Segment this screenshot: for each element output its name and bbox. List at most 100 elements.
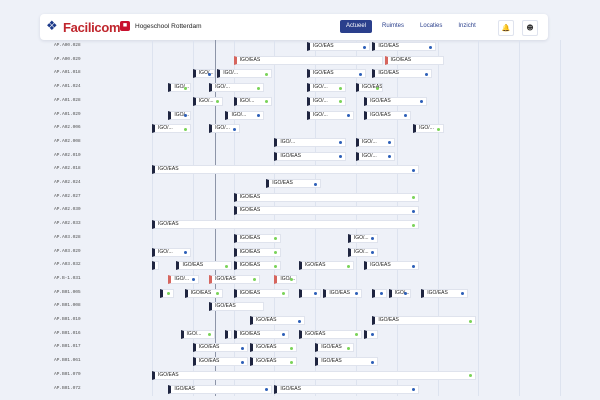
status-dot: [387, 141, 391, 145]
brand-logo[interactable]: ❖ Facilicom: [46, 19, 121, 35]
booking-bar[interactable]: [364, 329, 379, 339]
booking-label: IGO/...: [313, 97, 328, 104]
booking-bar[interactable]: IGO/EAS: [323, 288, 363, 298]
booking-bar[interactable]: [298, 288, 322, 298]
booking-bar[interactable]: IGO/...: [209, 83, 265, 93]
booking-bar[interactable]: IGO/...: [209, 124, 240, 134]
booking-bar[interactable]: IGO/EAS: [168, 384, 273, 394]
booking-bar[interactable]: IGO/EAS: [192, 343, 248, 353]
booking-bar[interactable]: IGO/...: [274, 137, 346, 147]
booking-bar[interactable]: IGO/...: [347, 233, 379, 243]
room-label: AP.A03.029: [54, 248, 81, 254]
booking-bar[interactable]: IGO/EAS: [152, 165, 420, 175]
booking-bar[interactable]: IGO/...: [356, 137, 395, 147]
room-label: AP.A00.029: [54, 56, 81, 62]
booking-bar[interactable]: IGO/EAS: [356, 83, 383, 93]
booking-bar[interactable]: IGO/EAS: [298, 261, 354, 271]
booking-bar[interactable]: IGO/EAS: [192, 357, 248, 367]
booking-bar[interactable]: IGO/EAS: [421, 288, 469, 298]
booking-label: IGO/EAS: [390, 56, 412, 63]
room-label: AP.B-1.031: [54, 275, 81, 281]
booking-bar[interactable]: IGO/EAS: [233, 55, 383, 65]
time-gridline: [152, 40, 153, 396]
booking-bar[interactable]: IGO/...: [413, 124, 444, 134]
booking-bar[interactable]: [160, 288, 175, 298]
booking-bar[interactable]: IGO/...: [225, 110, 265, 120]
notifications-button[interactable]: 🔔: [498, 20, 514, 36]
booking-bar[interactable]: IGO/...: [356, 151, 395, 161]
booking-bar[interactable]: IGO/EAS: [364, 110, 412, 120]
booking-bar[interactable]: [225, 329, 233, 339]
booking-bar[interactable]: IGO/EAS: [184, 288, 224, 298]
booking-bar[interactable]: IGO/EAS: [307, 69, 367, 79]
booking-bar[interactable]: IGO/EAS: [233, 233, 281, 243]
booking-bar[interactable]: IGO/...: [152, 247, 191, 257]
nav-ruimtes[interactable]: Ruimtes: [382, 23, 405, 29]
booking-bar[interactable]: IGO/...: [168, 274, 199, 284]
booking-bar[interactable]: IGO/...: [192, 96, 224, 106]
booking-label: IGO/EAS: [158, 166, 179, 173]
booking-bar[interactable]: IGO/...: [217, 69, 273, 79]
booking-bar[interactable]: IGO/...: [388, 288, 412, 298]
booking-label: IGO/...: [362, 138, 377, 145]
booking-bar[interactable]: IGO/EAS: [249, 357, 297, 367]
booking-bar[interactable]: IGO/EAS: [315, 343, 354, 353]
booking-bar[interactable]: IGO/EAS: [249, 316, 306, 325]
booking-bar[interactable]: IGO/EAS: [384, 55, 444, 65]
booking-bar[interactable]: IGO/...: [168, 83, 191, 93]
booking-bar[interactable]: IGO/EAS: [233, 261, 281, 271]
status-dot: [183, 127, 187, 131]
organization[interactable]: ■ Hogeschool Rotterdam: [120, 21, 201, 31]
booking-label: IGO/EAS: [239, 262, 261, 269]
booking-bar[interactable]: IGO/EAS: [176, 261, 232, 271]
booking-bar[interactable]: IGO/...: [152, 124, 191, 134]
booking-bar[interactable]: IGO/EAS: [152, 370, 477, 380]
booking-bar[interactable]: IGO/EAS: [274, 384, 420, 394]
booking-bar[interactable]: IGO/EAS: [233, 329, 289, 339]
booking-label: IGO/EAS: [370, 97, 391, 104]
booking-bar[interactable]: IGO/EAS: [274, 151, 346, 161]
booking-bar[interactable]: IGO/EAS: [372, 42, 436, 51]
booking-bar[interactable]: IGO/EAS: [233, 192, 420, 202]
booking-bar[interactable]: IGO/...: [307, 110, 354, 120]
nav-locaties[interactable]: Locaties: [420, 23, 443, 29]
booking-bar[interactable]: [372, 288, 387, 298]
booking-bar[interactable]: IGO/EAS: [233, 206, 420, 216]
booking-bar[interactable]: IGO/...: [192, 69, 216, 79]
booking-bar[interactable]: IGO/EAS: [364, 261, 420, 271]
nav-inzicht[interactable]: Inzicht: [458, 23, 476, 29]
booking-bar[interactable]: IGO/EAS: [315, 357, 379, 367]
booking-bar[interactable]: IGO/EAS: [298, 329, 363, 339]
status-dot: [281, 333, 285, 337]
booking-bar[interactable]: IGO/...: [233, 96, 273, 106]
nav-actueel[interactable]: Actueel: [340, 20, 373, 33]
booking-bar[interactable]: IGO/EAS: [266, 179, 322, 188]
booking-bar[interactable]: IGO/...: [168, 110, 191, 120]
user-button[interactable]: ☻: [522, 20, 538, 36]
booking-bar[interactable]: IGO/EAS: [152, 220, 420, 230]
booking-bar[interactable]: IGO/EAS: [372, 316, 477, 325]
booking-bar[interactable]: IGO/...: [180, 329, 216, 339]
room-label: AP.A01.018: [54, 70, 81, 76]
booking-bar[interactable]: IGO/...: [307, 96, 346, 106]
booking-label: IGO/...: [280, 275, 296, 282]
booking-bar[interactable]: IGO/EAS: [372, 69, 432, 79]
booking-bar[interactable]: IGO/EAS: [209, 274, 261, 284]
booking-bar[interactable]: IGO/EAS: [249, 343, 297, 353]
status-dot: [253, 278, 257, 282]
booking-label: IGO/EAS: [378, 43, 399, 49]
booking-bar[interactable]: IGO/EAS: [364, 96, 428, 106]
status-dot: [265, 388, 269, 391]
user-icon: ☻: [526, 24, 534, 32]
booking-bar[interactable]: IGO/EAS: [209, 302, 265, 312]
booking-bar[interactable]: IGO/...: [347, 247, 379, 257]
booking-bar[interactable]: IGO/EAS: [233, 288, 289, 298]
status-dot: [338, 100, 342, 104]
booking-bar[interactable]: IGO/EAS: [307, 42, 371, 51]
booking-bar[interactable]: IGO/...: [274, 274, 297, 284]
booking-bar[interactable]: IGO/...: [307, 83, 346, 93]
booking-bar[interactable]: IGO/EAS: [233, 247, 281, 257]
booking-bar[interactable]: [152, 261, 159, 271]
booking-label: IGO/...: [239, 97, 255, 104]
